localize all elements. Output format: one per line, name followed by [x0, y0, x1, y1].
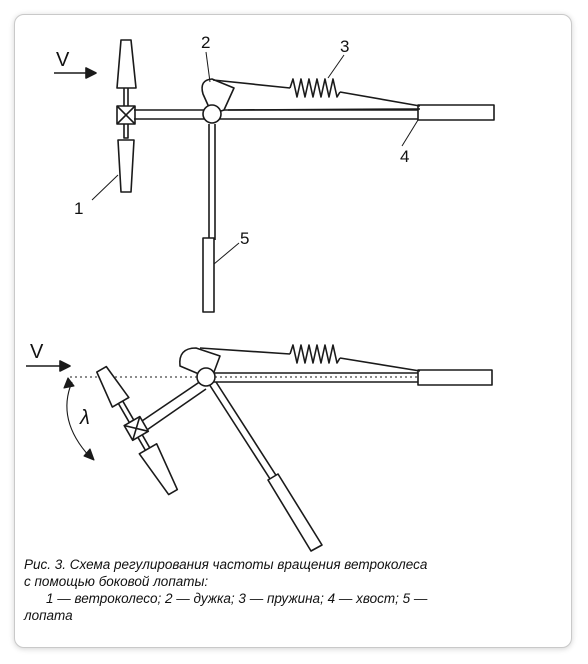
label-1: 1	[74, 199, 83, 218]
caption-line-4: лопата	[24, 608, 73, 623]
caption-line-2: с помощью боковой лопаты:	[24, 574, 209, 589]
side-vane-bottom	[208, 381, 323, 552]
wind-label-top: V	[56, 49, 70, 71]
main-shaft-bottom	[212, 372, 420, 383]
caption-line-3: 1 — ветроколесо; 2 — дужка; 3 — пружина;…	[46, 591, 428, 606]
bracket-top	[201, 78, 235, 124]
angle-label: λ	[79, 407, 90, 429]
tail-bottom	[417, 369, 493, 386]
leaders-top	[91, 51, 419, 265]
tail-top	[417, 104, 495, 121]
caption-line-1: Рис. 3. Схема регулирования частоты вращ…	[24, 557, 428, 572]
bottom-view: V λ	[26, 341, 494, 552]
wind-arrow-top	[54, 67, 97, 79]
main-shaft-top	[134, 109, 420, 120]
rotor-top	[116, 39, 137, 193]
label-4: 4	[400, 147, 409, 166]
top-view: V	[54, 33, 495, 313]
side-vane-top	[202, 124, 216, 313]
label-2: 2	[201, 33, 210, 52]
wind-label-bottom: V	[30, 341, 44, 363]
spring-top	[212, 78, 421, 111]
wind-arrow-bottom	[26, 360, 71, 372]
bracket-bottom	[179, 347, 221, 387]
figure-caption: Рис. 3. Схема регулирования частоты вращ…	[24, 556, 544, 624]
rotor-arm-bottom	[138, 380, 207, 433]
angle-arc	[63, 377, 95, 461]
label-3: 3	[340, 37, 349, 56]
rotor-bottom	[96, 365, 179, 496]
spring-bottom	[199, 344, 421, 372]
label-5: 5	[240, 229, 249, 248]
